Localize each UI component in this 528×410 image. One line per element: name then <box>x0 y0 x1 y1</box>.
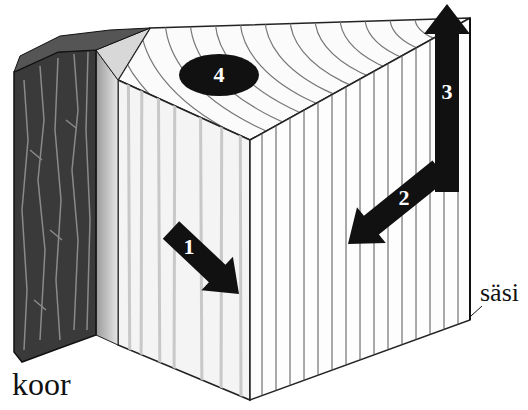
callout-number: 1 <box>184 236 195 258</box>
bark-top <box>14 28 150 72</box>
callout-ellipse: 4 <box>178 53 260 97</box>
direction-arrow: 1 <box>165 222 245 300</box>
direction-arrow: 2 <box>342 160 446 252</box>
callout-number: 2 <box>399 187 410 209</box>
leader-line <box>471 306 482 316</box>
node-shape <box>342 160 446 252</box>
arrow-shape <box>348 161 448 244</box>
node-shape <box>165 222 245 300</box>
part-label: koor <box>12 368 71 400</box>
bark-cracks <box>22 52 90 350</box>
ellipse-shape <box>179 54 259 96</box>
part-label: säsi <box>480 280 519 306</box>
arrow-shape <box>163 221 239 294</box>
callout-number: 3 <box>442 81 453 103</box>
bark <box>14 50 96 362</box>
sapwood-band <box>96 50 118 345</box>
arrow-shape <box>424 4 470 192</box>
grain-lines <box>262 0 458 410</box>
direction-arrow: 3 <box>422 0 472 196</box>
pith-line <box>469 18 471 320</box>
callout-number: 4 <box>214 64 225 86</box>
tangential-face <box>118 80 250 400</box>
